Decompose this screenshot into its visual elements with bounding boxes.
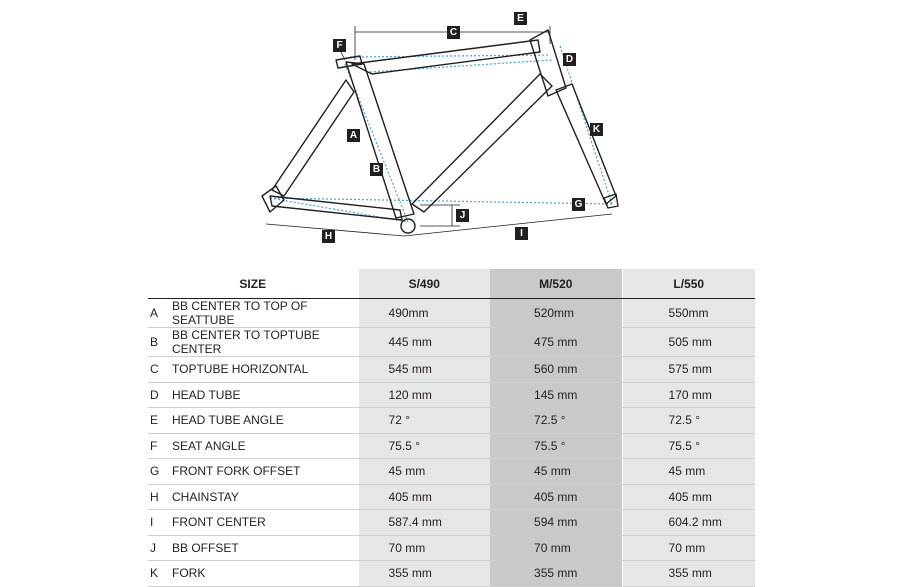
frame-geometry-diagram: A B C D E F G H I J K <box>0 0 905 265</box>
value-s: 545 mm <box>357 356 491 383</box>
row-key: A <box>148 298 172 328</box>
tag-b: B <box>370 163 383 176</box>
value-l: 604.2 mm <box>621 509 756 536</box>
row-key: G <box>148 458 172 485</box>
value-m: 45 mm <box>490 458 623 485</box>
value-s: 70 mm <box>357 535 491 561</box>
table-row: J BB OFFSET 70 mm 70 mm 70 mm <box>148 535 756 561</box>
value-s: 45 mm <box>357 458 491 485</box>
value-m: 520mm <box>490 298 623 328</box>
value-l: 75.5 ° <box>621 433 756 459</box>
row-key: D <box>148 382 172 408</box>
row-key: E <box>148 407 172 434</box>
row-key: H <box>148 484 172 510</box>
tag-i: I <box>515 227 528 240</box>
table-row: E HEAD TUBE ANGLE 72 ° 72.5 ° 72.5 ° <box>148 407 756 434</box>
dimension-lines <box>265 26 613 237</box>
value-l: 575 mm <box>621 356 756 383</box>
header-size: SIZE <box>148 269 359 299</box>
value-m: 560 mm <box>490 356 623 383</box>
value-l: 72.5 ° <box>621 407 756 434</box>
value-m: 475 mm <box>490 327 623 357</box>
value-l: 70 mm <box>621 535 756 561</box>
value-l: 170 mm <box>621 382 756 408</box>
tag-c: C <box>447 26 460 39</box>
value-m: 70 mm <box>490 535 623 561</box>
table-row: F SEAT ANGLE 75.5 ° 75.5 ° 75.5 ° <box>148 433 756 459</box>
row-label: TOPTUBE HORIZONTAL <box>172 356 359 383</box>
header-size-s: S/490 <box>357 269 491 299</box>
row-label: BB CENTER TO TOPTUBE CENTER <box>172 327 359 357</box>
value-s: 355 mm <box>357 560 491 587</box>
table-row: H CHAINSTAY 405 mm 405 mm 405 mm <box>148 484 756 510</box>
frame-drawing <box>261 26 619 237</box>
table-header-row: SIZE S/490 M/520 L/550 <box>148 269 756 299</box>
value-s: 405 mm <box>357 484 491 510</box>
tag-j: J <box>456 209 469 222</box>
value-s: 72 ° <box>357 407 491 434</box>
table-row: G FRONT FORK OFFSET 45 mm 45 mm 45 mm <box>148 458 756 485</box>
tag-f: F <box>333 39 346 52</box>
value-l: 45 mm <box>621 458 756 485</box>
value-m: 72.5 ° <box>490 407 623 434</box>
value-s: 75.5 ° <box>357 433 491 459</box>
row-key: B <box>148 327 172 357</box>
row-key: F <box>148 433 172 459</box>
value-s: 490mm <box>357 298 491 328</box>
tag-k: K <box>590 123 603 136</box>
value-l: 355 mm <box>621 560 756 587</box>
table-row: A BB CENTER TO TOP OF SEATTUBE 490mm 520… <box>148 298 756 328</box>
value-m: 75.5 ° <box>490 433 623 459</box>
row-label: FRONT CENTER <box>172 509 359 536</box>
tag-g: G <box>572 198 585 211</box>
row-label: SEAT ANGLE <box>172 433 359 459</box>
row-label: CHAINSTAY <box>172 484 359 510</box>
value-m: 594 mm <box>490 509 623 536</box>
value-s: 445 mm <box>357 327 491 357</box>
value-m: 355 mm <box>490 560 623 587</box>
row-key: J <box>148 535 172 561</box>
row-key: C <box>148 356 172 383</box>
row-label: BB OFFSET <box>172 535 359 561</box>
row-label: HEAD TUBE <box>172 382 359 408</box>
header-size-m: M/520 <box>490 269 623 299</box>
row-label: FORK <box>172 560 359 587</box>
tag-h: H <box>322 230 335 243</box>
row-label: BB CENTER TO TOP OF SEATTUBE <box>172 298 359 328</box>
tag-a: A <box>347 129 360 142</box>
value-m: 405 mm <box>490 484 623 510</box>
value-s: 120 mm <box>357 382 491 408</box>
geometry-table: SIZE S/490 M/520 L/550 A BB CENTER TO TO… <box>148 269 756 587</box>
value-l: 405 mm <box>621 484 756 510</box>
value-l: 550mm <box>621 298 756 328</box>
row-label: FRONT FORK OFFSET <box>172 458 359 485</box>
value-l: 505 mm <box>621 327 756 357</box>
row-label: HEAD TUBE ANGLE <box>172 407 359 434</box>
value-s: 587.4 mm <box>357 509 491 536</box>
table-row: B BB CENTER TO TOPTUBE CENTER 445 mm 475… <box>148 327 756 357</box>
tag-d: D <box>563 53 576 66</box>
row-key: I <box>148 509 172 536</box>
table-row: D HEAD TUBE 120 mm 145 mm 170 mm <box>148 382 756 408</box>
header-size-l: L/550 <box>621 269 756 299</box>
row-key: K <box>148 560 172 587</box>
value-m: 145 mm <box>490 382 623 408</box>
table-body: A BB CENTER TO TOP OF SEATTUBE 490mm 520… <box>148 298 756 587</box>
tag-e: E <box>514 12 527 25</box>
table-row: K FORK 355 mm 355 mm 355 mm <box>148 560 756 587</box>
table-row: I FRONT CENTER 587.4 mm 594 mm 604.2 mm <box>148 509 756 536</box>
table-row: C TOPTUBE HORIZONTAL 545 mm 560 mm 575 m… <box>148 356 756 383</box>
